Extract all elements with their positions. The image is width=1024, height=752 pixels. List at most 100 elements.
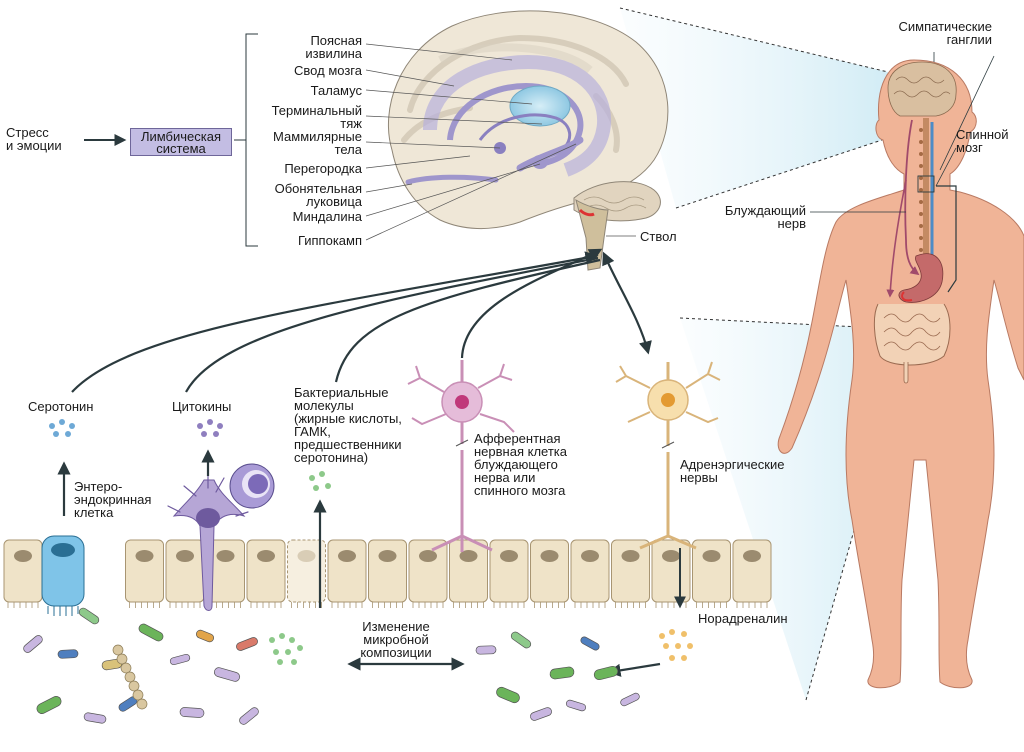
cell-nucleus [743, 550, 761, 562]
epithelial-cell [3, 539, 43, 603]
bacterial-molecule-dots [309, 471, 331, 491]
cell-nucleus [378, 550, 397, 562]
epithelial-cell [368, 539, 407, 603]
brain-label-cingulate: Поясная извилина [305, 33, 362, 61]
signal-arrows [57, 248, 661, 677]
microbe [78, 607, 100, 625]
microbe [213, 667, 241, 682]
limbic-system-box: Лимбическая система [130, 128, 232, 156]
cell-nucleus [621, 550, 640, 562]
cell-nucleus [257, 550, 275, 562]
serotonin-dots [49, 419, 75, 437]
noradrenaline-dots [659, 629, 693, 661]
microbe [57, 649, 79, 659]
immune-cell [167, 463, 275, 611]
cell-nucleus [581, 550, 599, 562]
microbe-chain-cell [128, 680, 140, 692]
gut-molecule-dots [269, 633, 303, 665]
microbe [239, 707, 259, 725]
cell-nucleus [176, 550, 194, 562]
microbe [23, 635, 43, 653]
epithelial-cell [449, 539, 488, 603]
head-zoom-projection [620, 8, 888, 208]
epithelial-cell [692, 539, 731, 603]
microbe-chain-cell [116, 653, 128, 665]
cell-nucleus [338, 550, 356, 562]
brainstem-label: Ствол [640, 229, 677, 244]
cell-nucleus [216, 550, 235, 562]
microbe [36, 696, 62, 714]
microbe [179, 707, 205, 718]
adrenergic-label: Адренэргические нервы [680, 457, 785, 485]
epithelial-cell [287, 539, 326, 603]
cell-nucleus [297, 550, 316, 562]
microbe-chain-cell [132, 689, 144, 701]
microbe [496, 686, 520, 704]
cell-nucleus [662, 550, 680, 562]
microbe [620, 692, 640, 707]
enteroendocrine-cell [41, 535, 85, 616]
adrenergic-neuron [615, 361, 721, 609]
brain-label-stria: Терминальный тяж [271, 103, 362, 131]
epithelial-cell [732, 539, 772, 603]
microbe-chain-cell [124, 671, 136, 683]
afferent-neuron [407, 360, 515, 552]
vagus-label: Блуждающий нерв [724, 203, 806, 231]
microbial-change-label: Изменение микробной композиции [360, 619, 432, 660]
brain-label-fornix: Свод мозга [294, 63, 362, 78]
epithelial-cell [408, 539, 448, 603]
enteroendocrine-label: Энтеро- эндокринная клетка [74, 479, 152, 520]
epithelial-cell [651, 539, 691, 603]
brain-label-amygdala: Миндалина [292, 209, 362, 224]
bacterial-molecules-label: Бактериальные молекулы (жирные кислоты, … [294, 385, 402, 465]
brain-label-hippocampus: Гиппокамп [297, 233, 362, 248]
epithelial-cell [489, 539, 529, 603]
microbe [83, 712, 107, 724]
cell-nucleus [14, 550, 32, 562]
epithelial-cell [165, 539, 205, 603]
microbe-chain-cell [136, 698, 148, 710]
epithelial-cell [327, 539, 367, 603]
cytokines-label: Цитокины [172, 399, 232, 414]
brain-illustration [388, 10, 669, 271]
gut-microbiota [23, 607, 640, 725]
noradrenaline-label: Норадреналин [698, 611, 788, 626]
microbe [196, 629, 214, 643]
cell-nucleus [702, 550, 721, 562]
epithelial-cell [570, 539, 610, 603]
human-body [777, 59, 1024, 689]
microbe [580, 636, 600, 651]
microbe [565, 699, 587, 712]
serotonin-label: Серотонин [28, 399, 94, 414]
microbe [593, 665, 619, 681]
cytokine-dots [197, 419, 223, 437]
microbe [549, 666, 575, 680]
microbe-chain-cell [120, 662, 132, 674]
brain-label-olfactory: Обонятельная луковица [274, 181, 362, 209]
brain-label-septum: Перегородка [284, 161, 362, 176]
afferent-label: Афферентная нервная клетка блуждающего н… [474, 431, 567, 498]
microbe [138, 623, 164, 642]
microbe [510, 631, 532, 649]
microbe [236, 637, 258, 651]
cell-nucleus [135, 550, 154, 562]
stress-label: Стресс и эмоции [6, 125, 62, 153]
brain-labels-bracket [234, 33, 258, 247]
epithelial-cell [125, 539, 164, 603]
epithelial-cell [611, 539, 650, 603]
spinal-cord-label: Спинной мозг [956, 127, 1009, 155]
cell-nucleus [540, 550, 559, 562]
epithelial-cell [246, 539, 286, 603]
microbe [475, 645, 497, 655]
ganglia-label: Симпатические ганглии [898, 19, 992, 47]
cell-nucleus [419, 550, 437, 562]
cell-nucleus [500, 550, 518, 562]
microbe [530, 707, 552, 721]
brain-label-mammillary: Маммилярные тела [273, 129, 362, 157]
gut-zoom-projection [680, 318, 900, 700]
microbe-chain-cell [112, 644, 124, 656]
brain-label-thalamus: Таламус [310, 83, 362, 98]
cell-nucleus [459, 550, 478, 562]
gut-epithelium [3, 539, 772, 608]
